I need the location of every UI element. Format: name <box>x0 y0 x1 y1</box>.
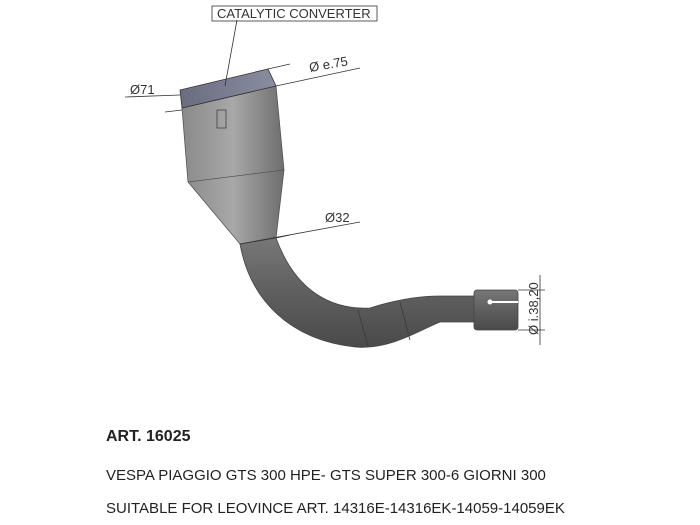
cone-seam <box>187 169 285 183</box>
converter-body <box>181 85 285 245</box>
homologation-mark <box>216 109 227 129</box>
dim-outlet: Ø i.38,20 <box>526 282 541 335</box>
bend-pipe <box>239 237 476 348</box>
dim-mid: Ø32 <box>325 210 350 225</box>
callout-label: CATALYTIC CONVERTER <box>217 6 371 21</box>
dimension-lines <box>124 19 545 345</box>
model-text: VESPA PIAGGIO GTS 300 HPE- GTS SUPER 300… <box>106 467 546 484</box>
callout-box <box>211 5 378 22</box>
suitable-text: SUITABLE FOR LEOVINCE ART. 14316E-14316E… <box>106 500 565 517</box>
dim-outer: Ø e.75 <box>308 53 349 75</box>
outlet-sleeve <box>473 289 519 331</box>
pipe-seams <box>357 301 411 347</box>
sleeve-slot-end <box>487 299 493 305</box>
dim-inlet: Ø71 <box>130 82 155 97</box>
article-number: ART. 16025 <box>106 428 191 445</box>
